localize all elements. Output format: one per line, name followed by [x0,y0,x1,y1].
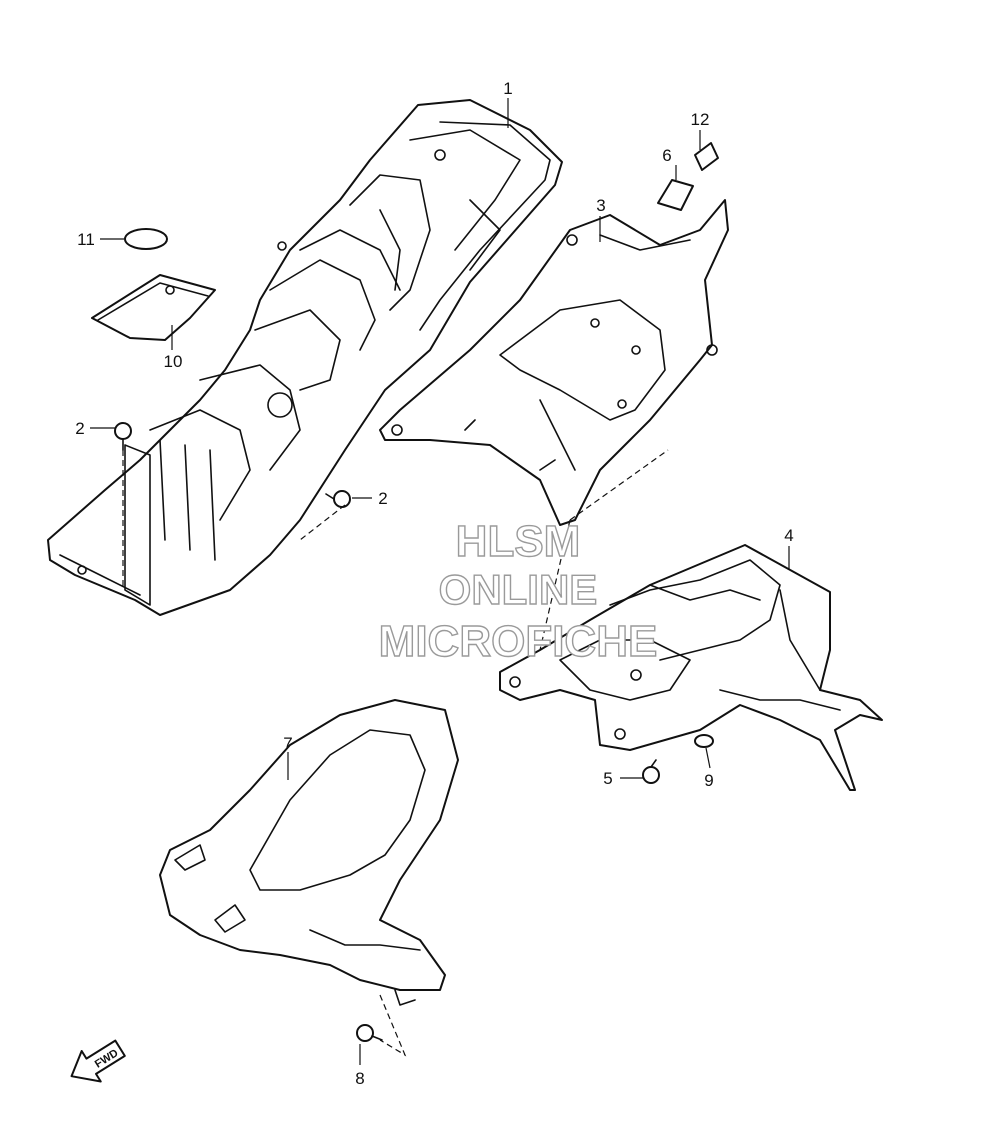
callout-4: 4 [784,526,793,545]
part-plate-12 [694,142,719,171]
part-inner-rear-fender [379,199,729,526]
watermark: HLSM ONLINE MICROFICHE [378,516,658,666]
callout-2a: 2 [75,419,84,438]
callout-6: 6 [662,146,671,165]
fwd-arrow-icon: FWD [70,1039,126,1083]
part-rear-mudguard [499,544,883,791]
callout-2b: 2 [378,489,387,508]
leader-lines [90,98,790,1065]
callout-3: 3 [596,196,605,215]
callout-5: 5 [603,769,612,788]
callout-1: 1 [503,79,512,98]
part-ring [124,228,168,250]
callout-10: 10 [164,352,183,371]
callout-11: 11 [77,230,95,249]
watermark-line-1: HLSM [456,517,581,566]
callout-9: 9 [704,771,713,790]
watermark-line-3: MICROFICHE [379,617,658,666]
part-rear-fender-undertray [47,99,563,616]
part-pad [91,274,216,341]
watermark-line-2: ONLINE [439,566,598,613]
part-bolt-5 [642,759,660,784]
part-nut-9 [694,734,714,748]
callout-8: 8 [355,1069,364,1088]
part-bolt-2a [114,422,132,451]
callout-12: 12 [691,110,710,129]
part-bolt-8 [356,1024,383,1042]
part-front-fender [159,699,459,1006]
part-plate-6 [657,179,694,211]
callout-7: 7 [283,734,292,753]
part-bolt-2b [325,490,351,508]
